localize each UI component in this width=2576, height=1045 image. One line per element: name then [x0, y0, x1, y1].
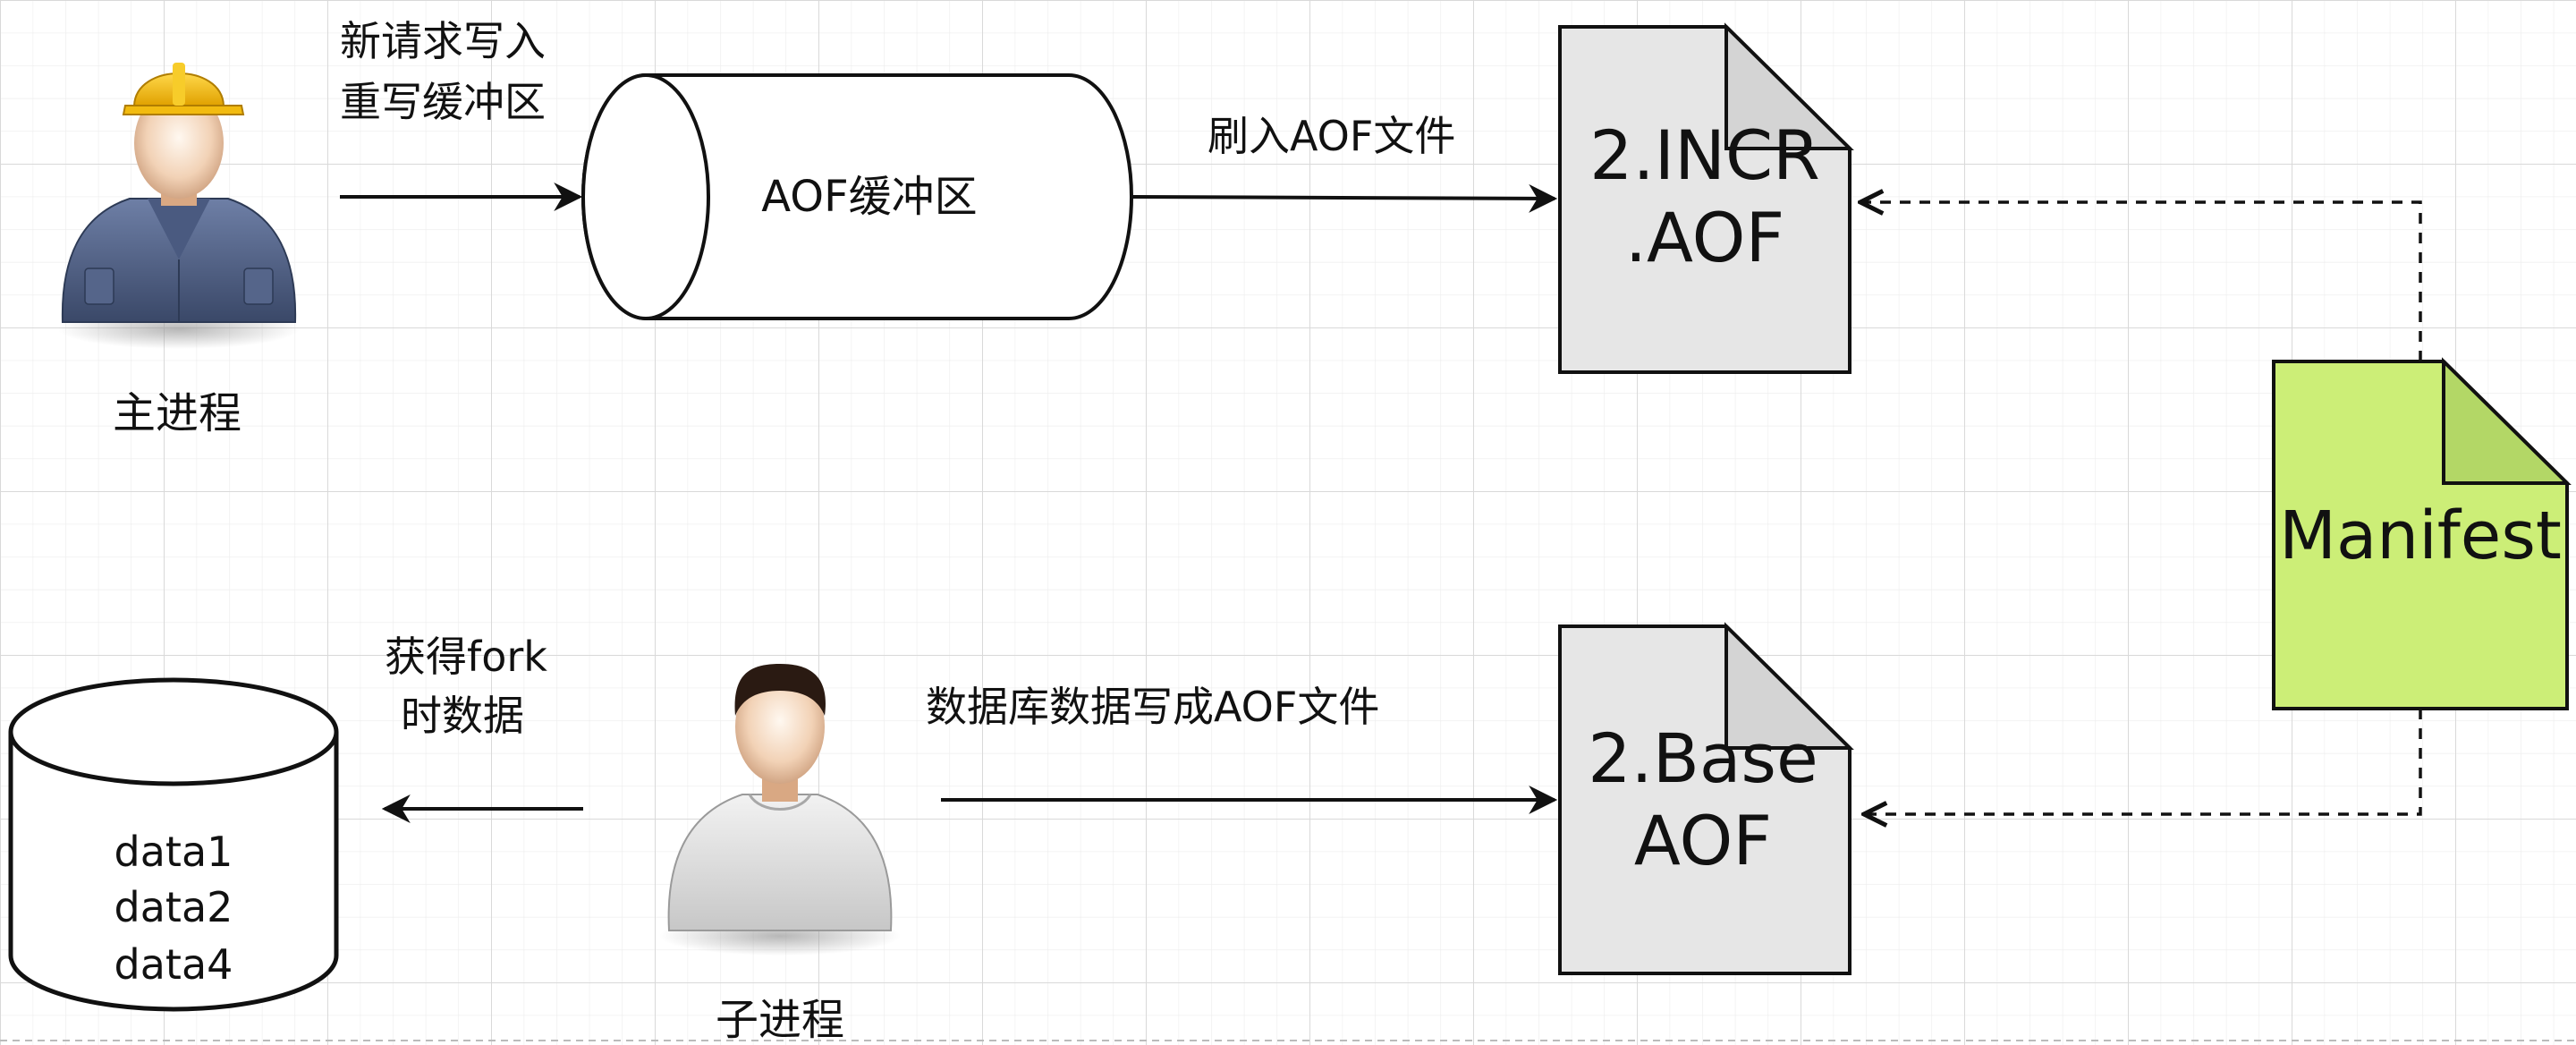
manifest-label: Manifest — [2279, 497, 2562, 574]
base-aof-label-line1: 2.Base — [1588, 718, 1818, 798]
flush-aof-label: 刷入AOF文件 — [1208, 112, 1455, 160]
aof-buffer-label: AOF缓冲区 — [761, 172, 977, 222]
fork-data-label-line2: 时数据 — [401, 692, 524, 740]
worker-helmet-icon — [58, 63, 300, 349]
database-item-data1: data1 — [114, 828, 233, 876]
incr-aof-label-line2: .AOF — [1625, 198, 1784, 277]
child-process-node[interactable]: 子进程 — [659, 664, 901, 1045]
dashed-arrow-manifest-to-base[interactable] — [1864, 709, 2422, 814]
dashed-arrow-manifest-to-incr[interactable] — [1860, 202, 2422, 361]
person-icon — [659, 664, 901, 956]
main-process-node[interactable]: 主进程 — [58, 63, 300, 438]
manifest-file-node[interactable]: Manifest — [2272, 357, 2572, 710]
arrow-buffer-to-incr[interactable] — [1131, 183, 1558, 213]
database-node[interactable]: data1 data2 data4 — [8, 677, 339, 1012]
child-process-label: 子进程 — [716, 995, 844, 1045]
database-item-data2: data2 — [114, 883, 233, 931]
new-request-label-line2: 重写缓冲区 — [340, 78, 546, 126]
incr-aof-label-line1: 2.INCR — [1589, 115, 1820, 195]
base-aof-file-node[interactable]: 2.Base AOF — [1558, 622, 1854, 975]
aof-buffer-node[interactable]: AOF缓冲区 — [581, 73, 1133, 320]
main-process-label: 主进程 — [113, 388, 242, 438]
database-item-data4: data4 — [114, 940, 233, 989]
base-aof-label-line2: AOF — [1634, 801, 1772, 880]
write-db-label: 数据库数据写成AOF文件 — [926, 683, 1379, 731]
incr-aof-file-node[interactable]: 2.INCR .AOF — [1558, 22, 1854, 374]
fork-data-label-line1: 获得fork — [385, 633, 547, 681]
new-request-label-line1: 新请求写入 — [340, 17, 546, 65]
